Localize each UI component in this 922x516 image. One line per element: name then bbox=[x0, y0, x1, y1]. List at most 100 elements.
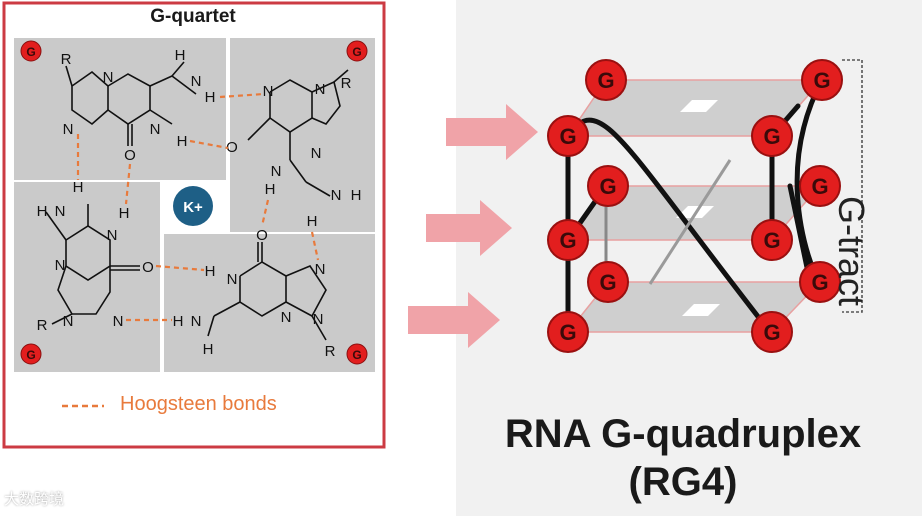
g-tract-bracket bbox=[842, 59, 863, 313]
g-node-circle bbox=[801, 59, 843, 101]
g-node-circle bbox=[751, 311, 793, 353]
g-tract-label: G-tract bbox=[831, 196, 872, 307]
hoogsteen-bond-lines bbox=[76, 92, 320, 322]
atom-n: N bbox=[315, 81, 326, 98]
atom-h: H bbox=[205, 89, 216, 106]
atom-h: H bbox=[175, 47, 186, 64]
g-node-circle bbox=[585, 59, 627, 101]
g-node-label: G bbox=[763, 124, 780, 149]
corner-g-badge: G bbox=[20, 343, 42, 365]
g-node-circle bbox=[547, 311, 589, 353]
atom-h: H bbox=[37, 203, 48, 220]
back-diagonal bbox=[648, 159, 732, 285]
pointer-arrows bbox=[408, 104, 538, 348]
atom-h: H bbox=[177, 133, 188, 150]
g-node: G bbox=[585, 59, 627, 101]
g-node-circle bbox=[751, 115, 793, 157]
atom-o: O bbox=[124, 147, 136, 164]
atom-n: N bbox=[113, 313, 124, 330]
arrow-middle bbox=[426, 200, 512, 256]
g-node-label: G bbox=[763, 320, 780, 345]
corner-g-badge: G bbox=[346, 343, 368, 365]
g-node: G bbox=[587, 261, 629, 303]
atom-n: N bbox=[227, 271, 238, 288]
atom-n: N bbox=[191, 73, 202, 90]
g-node-label: G bbox=[559, 228, 576, 253]
corner-g-label: G bbox=[352, 348, 361, 362]
g-node-label: G bbox=[597, 68, 614, 93]
atom-n: N bbox=[311, 145, 322, 162]
atom-h: H bbox=[265, 181, 276, 198]
g-node-circle bbox=[547, 219, 589, 261]
arrow-top bbox=[446, 104, 538, 160]
ion-label: K+ bbox=[183, 199, 203, 216]
atom-labels: R H N H N H O N N N R N O N H N N H H H … bbox=[37, 47, 362, 360]
atom-n: N bbox=[150, 121, 161, 138]
g-node: G bbox=[751, 115, 793, 157]
g-node-circle bbox=[587, 165, 629, 207]
corner-g-label: G bbox=[26, 348, 35, 362]
g-node-label: G bbox=[763, 228, 780, 253]
atom-r: R bbox=[341, 75, 352, 92]
corner-g-label: G bbox=[352, 45, 361, 59]
g-node: G bbox=[751, 311, 793, 353]
atom-n: N bbox=[313, 311, 324, 328]
g-node-label: G bbox=[599, 174, 616, 199]
g-node-circle bbox=[799, 165, 841, 207]
g-node-label: G bbox=[813, 68, 830, 93]
rg4-title-line2: (RG4) bbox=[628, 460, 738, 504]
g-node-label: G bbox=[811, 270, 828, 295]
g-node: G bbox=[547, 311, 589, 353]
corner-g-badges: G G G G bbox=[20, 40, 368, 365]
guanine-tiles bbox=[14, 38, 375, 372]
atom-n: N bbox=[331, 187, 342, 204]
atom-h: H bbox=[119, 205, 130, 222]
atom-n: N bbox=[281, 309, 292, 326]
atom-r: R bbox=[325, 343, 336, 360]
atom-n: N bbox=[63, 313, 74, 330]
guanine-bottom-right bbox=[207, 242, 327, 341]
atom-n: N bbox=[55, 203, 66, 220]
g-quartet-title: G-quartet bbox=[150, 6, 236, 27]
g-node-label: G bbox=[599, 270, 616, 295]
guanine-tile-bottom-right bbox=[164, 234, 375, 372]
guanine-tile-bottom-left bbox=[14, 182, 160, 372]
g-node-circle bbox=[547, 115, 589, 157]
g-node-label: G bbox=[811, 174, 828, 199]
atom-h: H bbox=[203, 341, 214, 358]
g-node-label: G bbox=[559, 124, 576, 149]
plane-slots bbox=[676, 100, 720, 316]
corner-g-label: G bbox=[26, 45, 35, 59]
g-node: G bbox=[547, 219, 589, 261]
g-node: G bbox=[587, 165, 629, 207]
g-node: G bbox=[799, 165, 841, 207]
guanine-top-left bbox=[65, 61, 197, 146]
atom-n: N bbox=[271, 163, 282, 180]
guanine-top-right bbox=[247, 69, 349, 197]
g-node: G bbox=[801, 59, 843, 101]
atom-n: N bbox=[315, 261, 326, 278]
atom-r: R bbox=[37, 317, 48, 334]
corner-g-badge: G bbox=[20, 40, 42, 62]
atom-o: O bbox=[256, 227, 268, 244]
potassium-ion: K+ bbox=[173, 186, 213, 226]
g-node-circle bbox=[587, 261, 629, 303]
hoogsteen-legend-label: Hoogsteen bonds bbox=[120, 393, 277, 415]
g-node-circle bbox=[799, 261, 841, 303]
rg4-title-line1: RNA G-quadruplex bbox=[504, 412, 862, 456]
atom-h: H bbox=[307, 213, 318, 230]
atom-n: N bbox=[63, 121, 74, 138]
g-node: G bbox=[799, 261, 841, 303]
atom-n: N bbox=[191, 313, 202, 330]
atom-n: N bbox=[263, 83, 274, 100]
g-node: G bbox=[547, 115, 589, 157]
atom-h: H bbox=[351, 187, 362, 204]
guanine-tile-top-left bbox=[14, 38, 226, 180]
g-node: G bbox=[751, 219, 793, 261]
atom-n: N bbox=[103, 69, 114, 86]
atom-n: N bbox=[55, 257, 66, 274]
g-node-circle bbox=[751, 219, 793, 261]
guanine-tile-top-right bbox=[230, 38, 375, 232]
